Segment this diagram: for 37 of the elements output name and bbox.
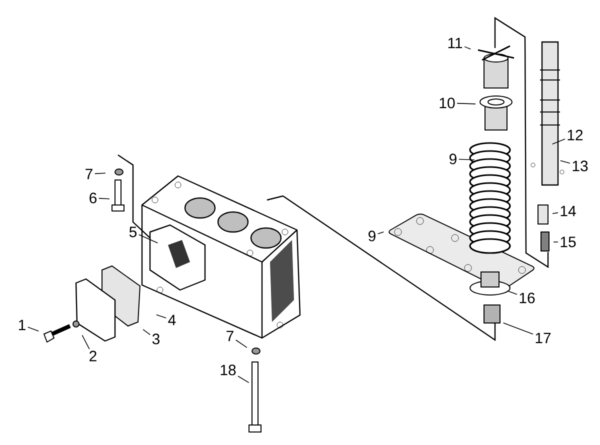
callout-number: 18 [220, 364, 236, 376]
leader-line [27, 326, 40, 332]
callout-number: 13 [572, 160, 588, 172]
leader-line [506, 290, 518, 295]
callout-number: 7 [86, 168, 92, 180]
callout-number: 11 [448, 38, 462, 48]
leader-line [552, 212, 558, 214]
callout-number: 17 [536, 332, 551, 344]
callout-number: 7 [226, 330, 234, 342]
callout-number: 2 [90, 350, 96, 362]
leader-line [238, 376, 250, 384]
callout-number: 5 [129, 226, 137, 238]
leader-line [464, 46, 472, 50]
callout-number: 9 [450, 154, 456, 164]
leader-line [98, 198, 110, 200]
leader-line [377, 231, 384, 234]
callout-number: 6 [90, 192, 97, 204]
callout-number: 10 [440, 98, 455, 108]
callout-number: 3 [152, 334, 160, 344]
callout-number: 1 [18, 320, 26, 330]
leader-line [456, 102, 476, 104]
leader-line [552, 138, 566, 144]
leader-line [142, 329, 151, 336]
callout-number: 4 [168, 314, 176, 326]
callout-number: 12 [568, 130, 583, 140]
callout-number: 14 [560, 206, 576, 216]
leader-line [235, 340, 248, 348]
leader-line [560, 160, 570, 164]
callout-number: 16 [520, 292, 535, 304]
leader-line [458, 158, 475, 160]
leader-line [138, 234, 158, 244]
leader-line [502, 322, 534, 335]
callout-number: 15 [560, 236, 576, 248]
leader-line [82, 334, 90, 350]
leader-line [94, 172, 106, 174]
callout-number: 9 [368, 230, 376, 242]
leader-line [156, 314, 167, 318]
